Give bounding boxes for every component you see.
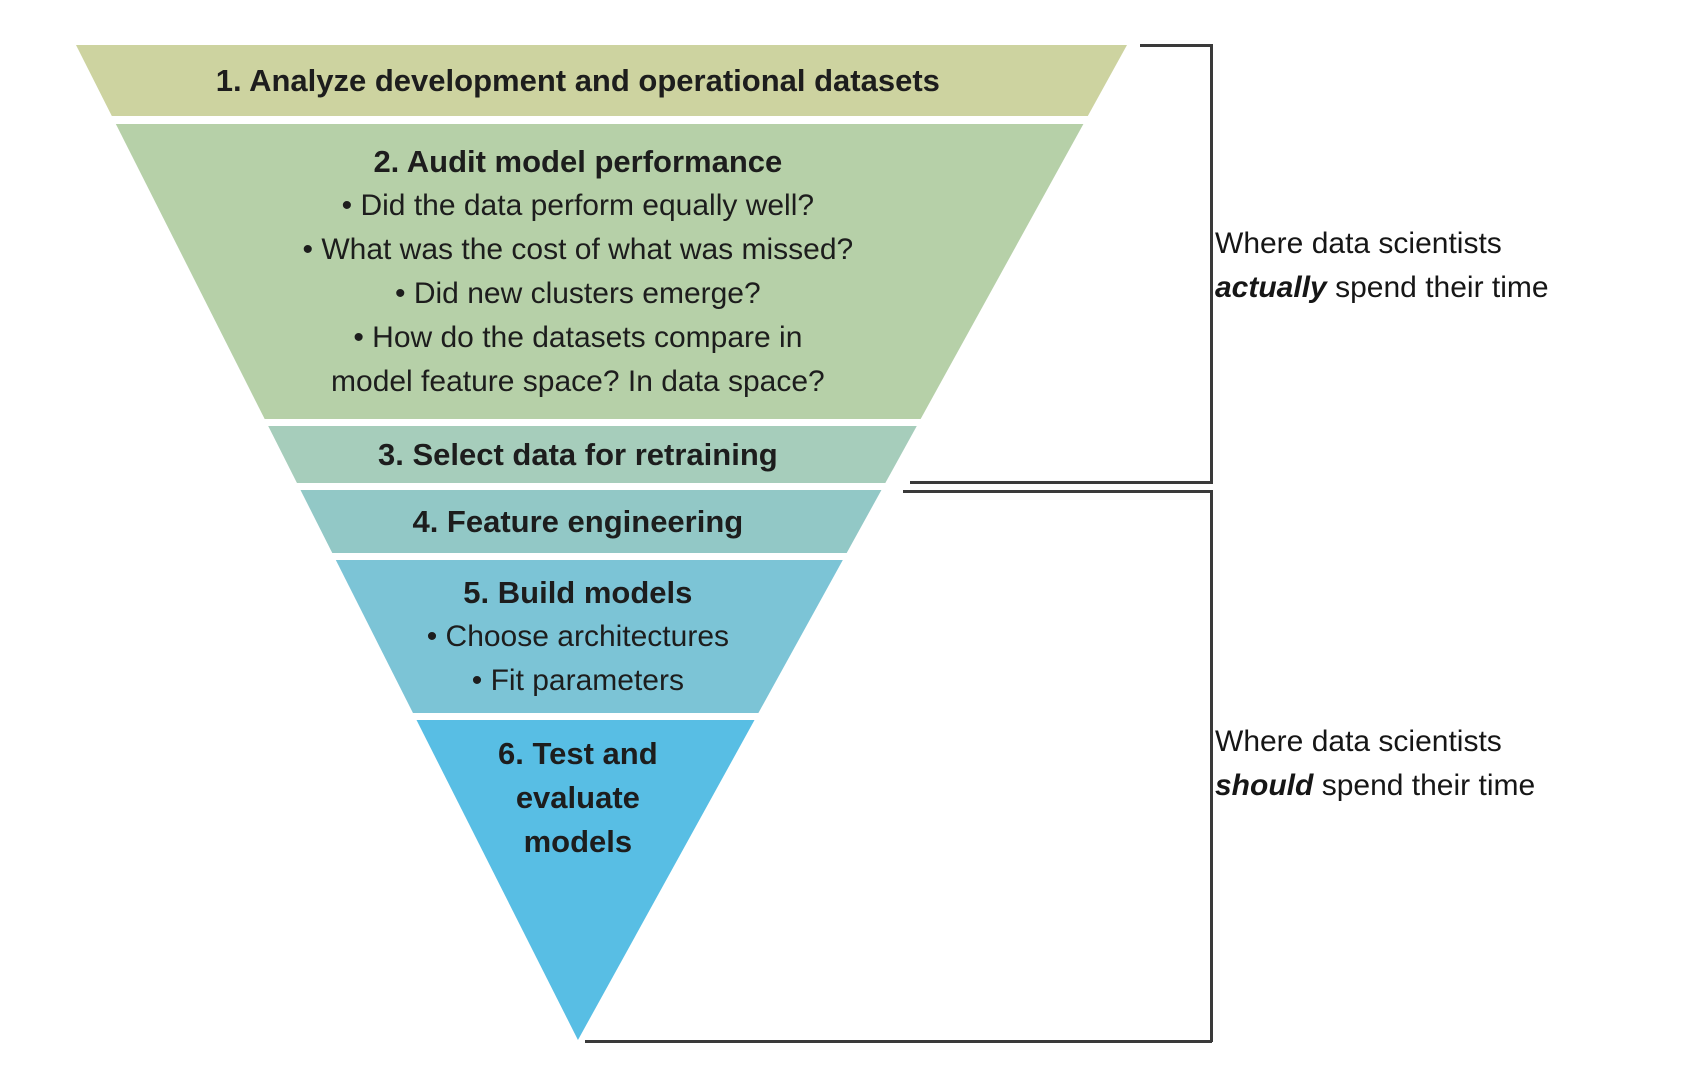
funnel-stage-5: 5. Build models • Choose architectures •…	[76, 560, 1127, 713]
stage-3-title: 3. Select data for retraining	[378, 436, 778, 472]
annotation-should-prefix: Where data scientists	[1215, 725, 1502, 758]
funnel-stage-1: 1. Analyze development and operational d…	[76, 45, 1127, 116]
annotation-actually-emphasis: actually	[1215, 271, 1327, 304]
stage-3-content: 3. Select data for retraining	[76, 426, 1080, 483]
annotation-should-line-1: Where data scientists	[1215, 720, 1685, 764]
stage-2-bullet: • Did the data perform equally well?	[341, 188, 815, 222]
bracket-actually-top-line	[1140, 44, 1212, 47]
bracket-actually-bottom-line	[910, 481, 1212, 484]
bracket-actually-vertical-line	[1210, 44, 1213, 484]
funnel: 1. Analyze development and operational d…	[76, 45, 1127, 1040]
stage-1-title: 1. Analyze development and operational d…	[215, 62, 940, 98]
stage-6-title: 6. Test and evaluate models	[498, 736, 658, 859]
annotation-actually-line-1: Where data scientists	[1215, 222, 1685, 266]
bracket-should-vertical-line	[1210, 490, 1213, 1042]
stage-5-bullet: • Choose architectures	[426, 619, 730, 653]
stage-2-content: 2. Audit model performance • Did the dat…	[76, 124, 1080, 419]
stage-4-title: 4. Feature engineering	[412, 503, 744, 539]
annotation-should-suffix: spend their time	[1321, 769, 1536, 802]
funnel-stage-2: 2. Audit model performance • Did the dat…	[76, 124, 1127, 419]
stage-2-bullet: • Did new clusters emerge?	[395, 276, 761, 310]
stage-6-content: 6. Test and evaluate models	[76, 720, 1080, 1040]
funnel-stage-3: 3. Select data for retraining	[76, 426, 1127, 483]
stage-5-bullet: • Fit parameters	[471, 663, 684, 697]
stage-5-content: 5. Build models • Choose architectures •…	[76, 560, 1080, 713]
stage-2-bullet: • What was the cost of what was missed?	[302, 232, 854, 266]
annotation-actually-suffix: spend their time	[1335, 271, 1549, 304]
stage-2-bullet: • How do the datasets compare in model f…	[331, 320, 825, 398]
stage-1-content: 1. Analyze development and operational d…	[76, 45, 1080, 116]
annotation-should-emphasis: should	[1215, 769, 1314, 802]
bracket-should-top-line	[903, 490, 1212, 493]
bracket-should-bottom-line	[585, 1040, 1212, 1043]
funnel-stage-6: 6. Test and evaluate models	[76, 720, 1127, 1040]
funnel-stage-4: 4. Feature engineering	[76, 490, 1127, 553]
stage-4-content: 4. Feature engineering	[76, 490, 1080, 553]
annotation-actually-prefix: Where data scientists	[1215, 227, 1502, 260]
stage-2-title: 2. Audit model performance	[373, 143, 783, 179]
stage-5-title: 5. Build models	[463, 574, 693, 610]
